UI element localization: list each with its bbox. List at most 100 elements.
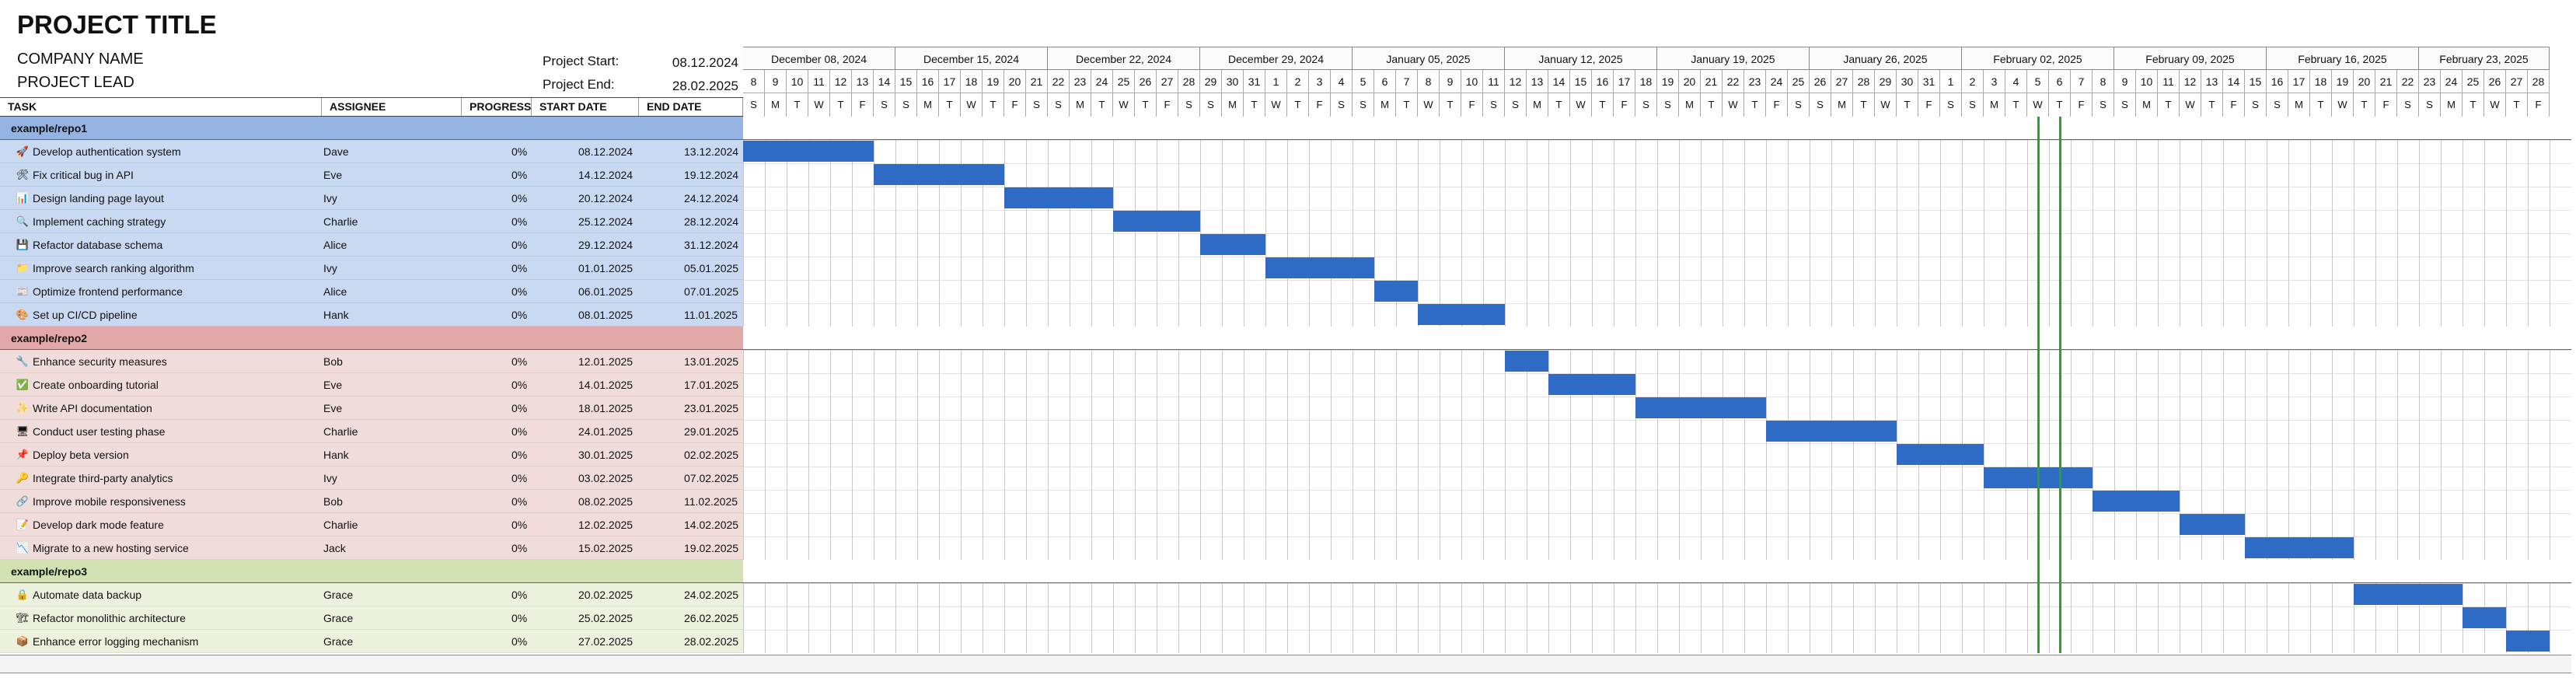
task-progress[interactable]: 0% — [511, 192, 528, 204]
task-end-date[interactable]: 31.12.2024 — [684, 239, 739, 251]
task-progress[interactable]: 0% — [511, 542, 528, 554]
task-progress[interactable]: 0% — [511, 495, 528, 508]
task-end-date[interactable]: 28.12.2024 — [684, 215, 739, 228]
task-progress[interactable]: 0% — [511, 262, 528, 274]
task-bar[interactable] — [1200, 234, 1265, 255]
task-assignee[interactable]: Grace — [323, 589, 354, 601]
task-start-date[interactable]: 20.02.2025 — [578, 589, 634, 601]
task-progress[interactable]: 0% — [511, 425, 528, 438]
task-end-date[interactable]: 14.02.2025 — [684, 519, 739, 531]
task-name[interactable]: Create onboarding tutorial — [33, 379, 159, 391]
task-end-date[interactable]: 02.02.2025 — [684, 449, 739, 461]
group-header[interactable]: example/repo2 — [0, 327, 743, 350]
task-start-date[interactable]: 20.12.2024 — [578, 192, 634, 204]
task-end-date[interactable]: 24.02.2025 — [684, 589, 739, 601]
task-bar[interactable] — [2463, 607, 2506, 628]
column-header-task[interactable]: TASK — [0, 98, 322, 116]
task-progress[interactable]: 0% — [511, 215, 528, 228]
project-end-value[interactable]: 28.02.2025 — [672, 79, 738, 93]
column-header-progress[interactable]: PROGRESS — [462, 98, 532, 116]
task-bar[interactable] — [2180, 514, 2245, 535]
task-progress[interactable]: 0% — [511, 145, 528, 158]
task-name[interactable]: Migrate to a new hosting service — [33, 542, 189, 554]
task-progress[interactable]: 0% — [511, 519, 528, 531]
task-name[interactable]: Set up CI/CD pipeline — [33, 309, 138, 321]
task-end-date[interactable]: 26.02.2025 — [684, 612, 739, 624]
task-name[interactable]: Enhance security measures — [33, 355, 167, 368]
task-progress[interactable]: 0% — [511, 285, 528, 298]
task-name[interactable]: Conduct user testing phase — [33, 425, 166, 438]
task-assignee[interactable]: Bob — [323, 355, 343, 368]
task-assignee[interactable]: Eve — [323, 379, 343, 391]
project-title[interactable]: PROJECT TITLE — [17, 10, 217, 39]
task-bar[interactable] — [1265, 257, 1374, 278]
task-start-date[interactable]: 30.01.2025 — [578, 449, 634, 461]
task-start-date[interactable]: 08.01.2025 — [578, 309, 634, 321]
task-name[interactable]: Improve mobile responsiveness — [33, 495, 186, 508]
task-name[interactable]: Deploy beta version — [33, 449, 129, 461]
task-bar[interactable] — [2245, 537, 2354, 558]
task-end-date[interactable]: 17.01.2025 — [684, 379, 739, 391]
task-name[interactable]: Improve search ranking algorithm — [33, 262, 194, 274]
task-assignee[interactable]: Bob — [323, 495, 343, 508]
task-start-date[interactable]: 27.02.2025 — [578, 635, 634, 648]
task-start-date[interactable]: 14.12.2024 — [578, 169, 634, 181]
task-end-date[interactable]: 19.12.2024 — [684, 169, 739, 181]
task-bar[interactable] — [2354, 584, 2463, 605]
task-assignee[interactable]: Alice — [323, 285, 347, 298]
task-bar[interactable] — [1374, 281, 1418, 302]
task-start-date[interactable]: 24.01.2025 — [578, 425, 634, 438]
task-assignee[interactable]: Grace — [323, 612, 354, 624]
task-bar[interactable] — [1635, 397, 1766, 418]
task-bar[interactable] — [1897, 444, 1984, 465]
task-progress[interactable]: 0% — [511, 239, 528, 251]
column-header-end-date[interactable]: END DATE — [639, 98, 743, 116]
task-assignee[interactable]: Charlie — [323, 519, 358, 531]
task-name[interactable]: Refactor database schema — [33, 239, 163, 251]
column-header-assignee[interactable]: ASSIGNEE — [322, 98, 462, 116]
task-assignee[interactable]: Eve — [323, 402, 343, 414]
task-progress[interactable]: 0% — [511, 635, 528, 648]
task-progress[interactable]: 0% — [511, 169, 528, 181]
column-header-start-date[interactable]: START DATE — [532, 98, 639, 116]
task-progress[interactable]: 0% — [511, 309, 528, 321]
task-bar[interactable] — [1548, 374, 1635, 395]
task-start-date[interactable]: 25.02.2025 — [578, 612, 634, 624]
group-header[interactable]: example/repo1 — [0, 117, 743, 140]
task-name[interactable]: Refactor monolithic architecture — [33, 612, 186, 624]
task-bar[interactable] — [2506, 631, 2550, 652]
task-name[interactable]: Develop authentication system — [33, 145, 181, 158]
task-bar[interactable] — [874, 164, 1004, 185]
project-lead[interactable]: PROJECT LEAD — [17, 74, 134, 91]
task-assignee[interactable]: Charlie — [323, 425, 358, 438]
task-progress[interactable]: 0% — [511, 355, 528, 368]
task-name[interactable]: Optimize frontend performance — [33, 285, 183, 298]
task-assignee[interactable]: Alice — [323, 239, 347, 251]
task-end-date[interactable]: 07.01.2025 — [684, 285, 739, 298]
task-name[interactable]: Automate data backup — [33, 589, 142, 601]
task-end-date[interactable]: 11.01.2025 — [684, 309, 738, 321]
task-progress[interactable]: 0% — [511, 379, 528, 391]
task-end-date[interactable]: 29.01.2025 — [684, 425, 739, 438]
task-bar[interactable] — [743, 141, 874, 162]
task-bar[interactable] — [2093, 491, 2180, 512]
task-bar[interactable] — [1505, 351, 1548, 372]
task-end-date[interactable]: 07.02.2025 — [684, 472, 739, 484]
task-end-date[interactable]: 11.02.2025 — [684, 495, 738, 508]
task-assignee[interactable]: Hank — [323, 309, 349, 321]
task-start-date[interactable]: 14.01.2025 — [578, 379, 634, 391]
